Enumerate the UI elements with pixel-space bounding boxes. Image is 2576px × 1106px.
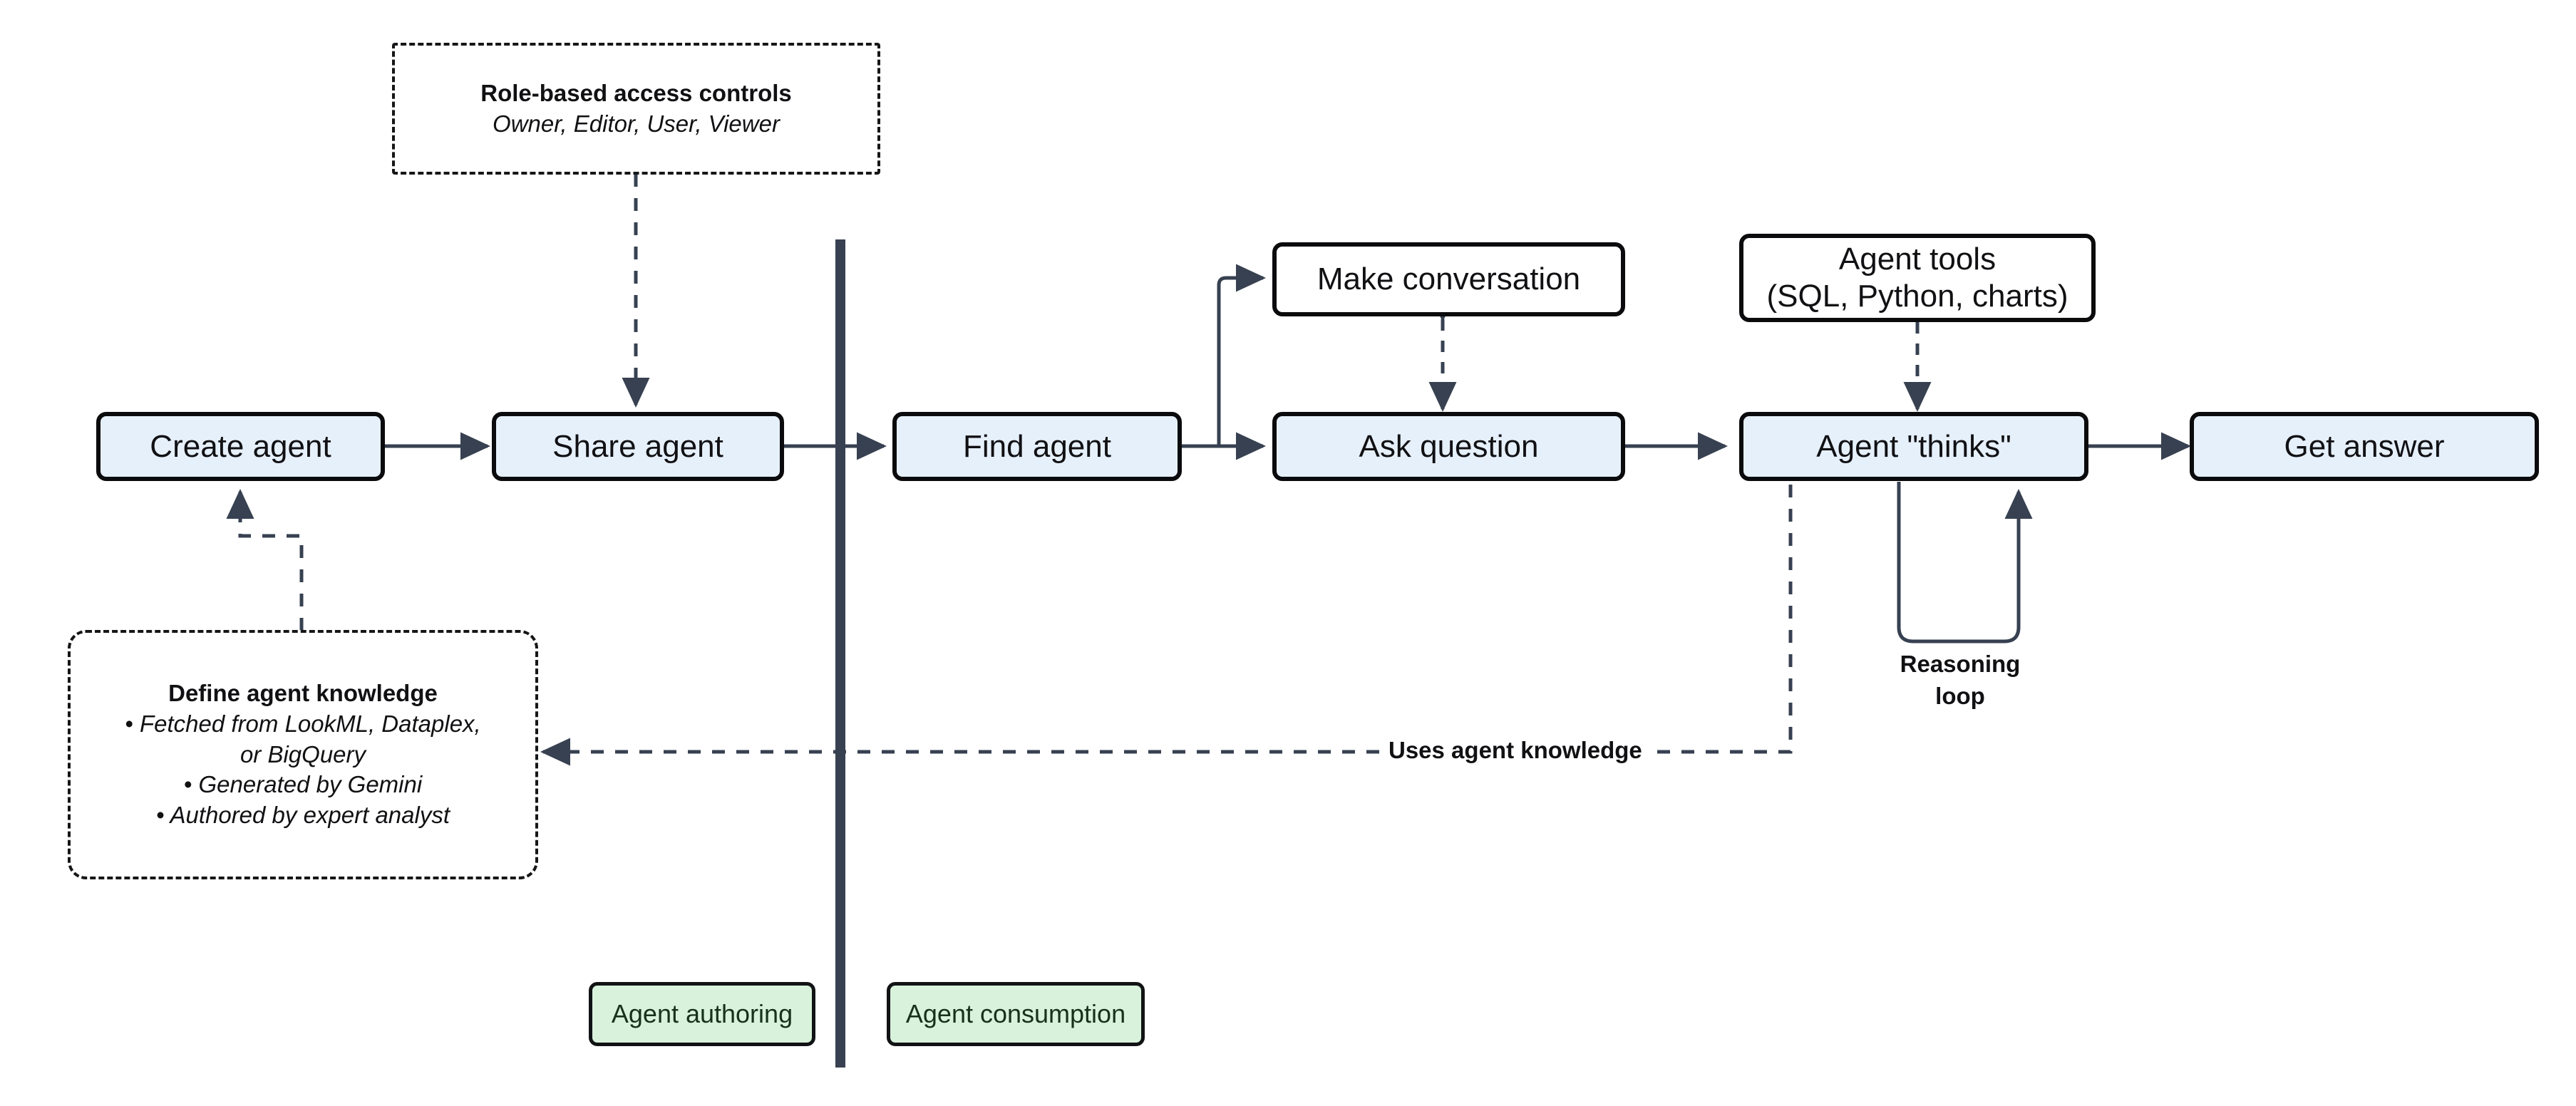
label-uses-agent-knowledge: Uses agent knowledge [1383,737,1648,764]
connector-uses-agent-knowledge [540,485,1793,766]
node-agent-thinks-label: Agent "thinks" [1816,428,2011,464]
node-get-answer-label: Get answer [2284,428,2445,464]
connector-knowledge-to-create [226,488,304,631]
node-create-agent[interactable]: Create agent [96,412,385,481]
legend-agent-consumption: Agent consumption [887,982,1145,1046]
node-find-agent-label: Find agent [963,428,1111,464]
connector-reasoning-loop [1897,482,2033,644]
note-knowledge-bullet-3: • Authored by expert analyst [155,802,450,829]
note-rbac-title: Role-based access controls [480,79,792,106]
node-find-agent[interactable]: Find agent [892,412,1182,481]
node-share-agent-label: Share agent [552,428,723,464]
label-reasoning-loop: Reasoning loop [1882,648,2039,712]
note-knowledge-title: Define agent knowledge [168,679,438,706]
note-role-based-access-controls: Role-based access controls Owner, Editor… [392,43,880,175]
node-create-agent-label: Create agent [150,428,331,464]
node-ask-question[interactable]: Ask question [1272,412,1625,481]
node-share-agent[interactable]: Share agent [492,412,784,481]
note-knowledge-bullet-1-cont: or BigQuery [239,740,366,768]
node-get-answer[interactable]: Get answer [2190,412,2539,481]
node-agent-thinks[interactable]: Agent "thinks" [1739,412,2088,481]
note-rbac-subtitle: Owner, Editor, User, Viewer [493,110,780,137]
note-knowledge-bullet-1: • Fetched from LookML, Dataplex, [125,710,481,737]
label-reasoning-loop-line1: Reasoning [1900,651,2021,677]
legend-agent-authoring-label: Agent authoring [611,999,793,1028]
node-make-conversation-label: Make conversation [1317,262,1581,297]
node-agent-tools[interactable]: Agent tools (SQL, Python, charts) [1739,234,2096,322]
note-knowledge-bullet-2: • Generated by Gemini [183,771,423,798]
legend-agent-authoring: Agent authoring [589,982,815,1046]
node-agent-tools-label-line1: Agent tools [1838,242,1997,277]
node-make-conversation[interactable]: Make conversation [1272,242,1625,316]
connector-find-to-branch [1182,264,1267,460]
section-divider [835,239,845,1068]
label-reasoning-loop-line2: loop [1935,682,1985,709]
note-define-agent-knowledge: Define agent knowledge • Fetched from Lo… [68,630,538,879]
node-agent-tools-label-line2: (SQL, Python, charts) [1766,279,2068,314]
legend-agent-consumption-label: Agent consumption [905,999,1126,1028]
node-ask-question-label: Ask question [1359,428,1539,464]
